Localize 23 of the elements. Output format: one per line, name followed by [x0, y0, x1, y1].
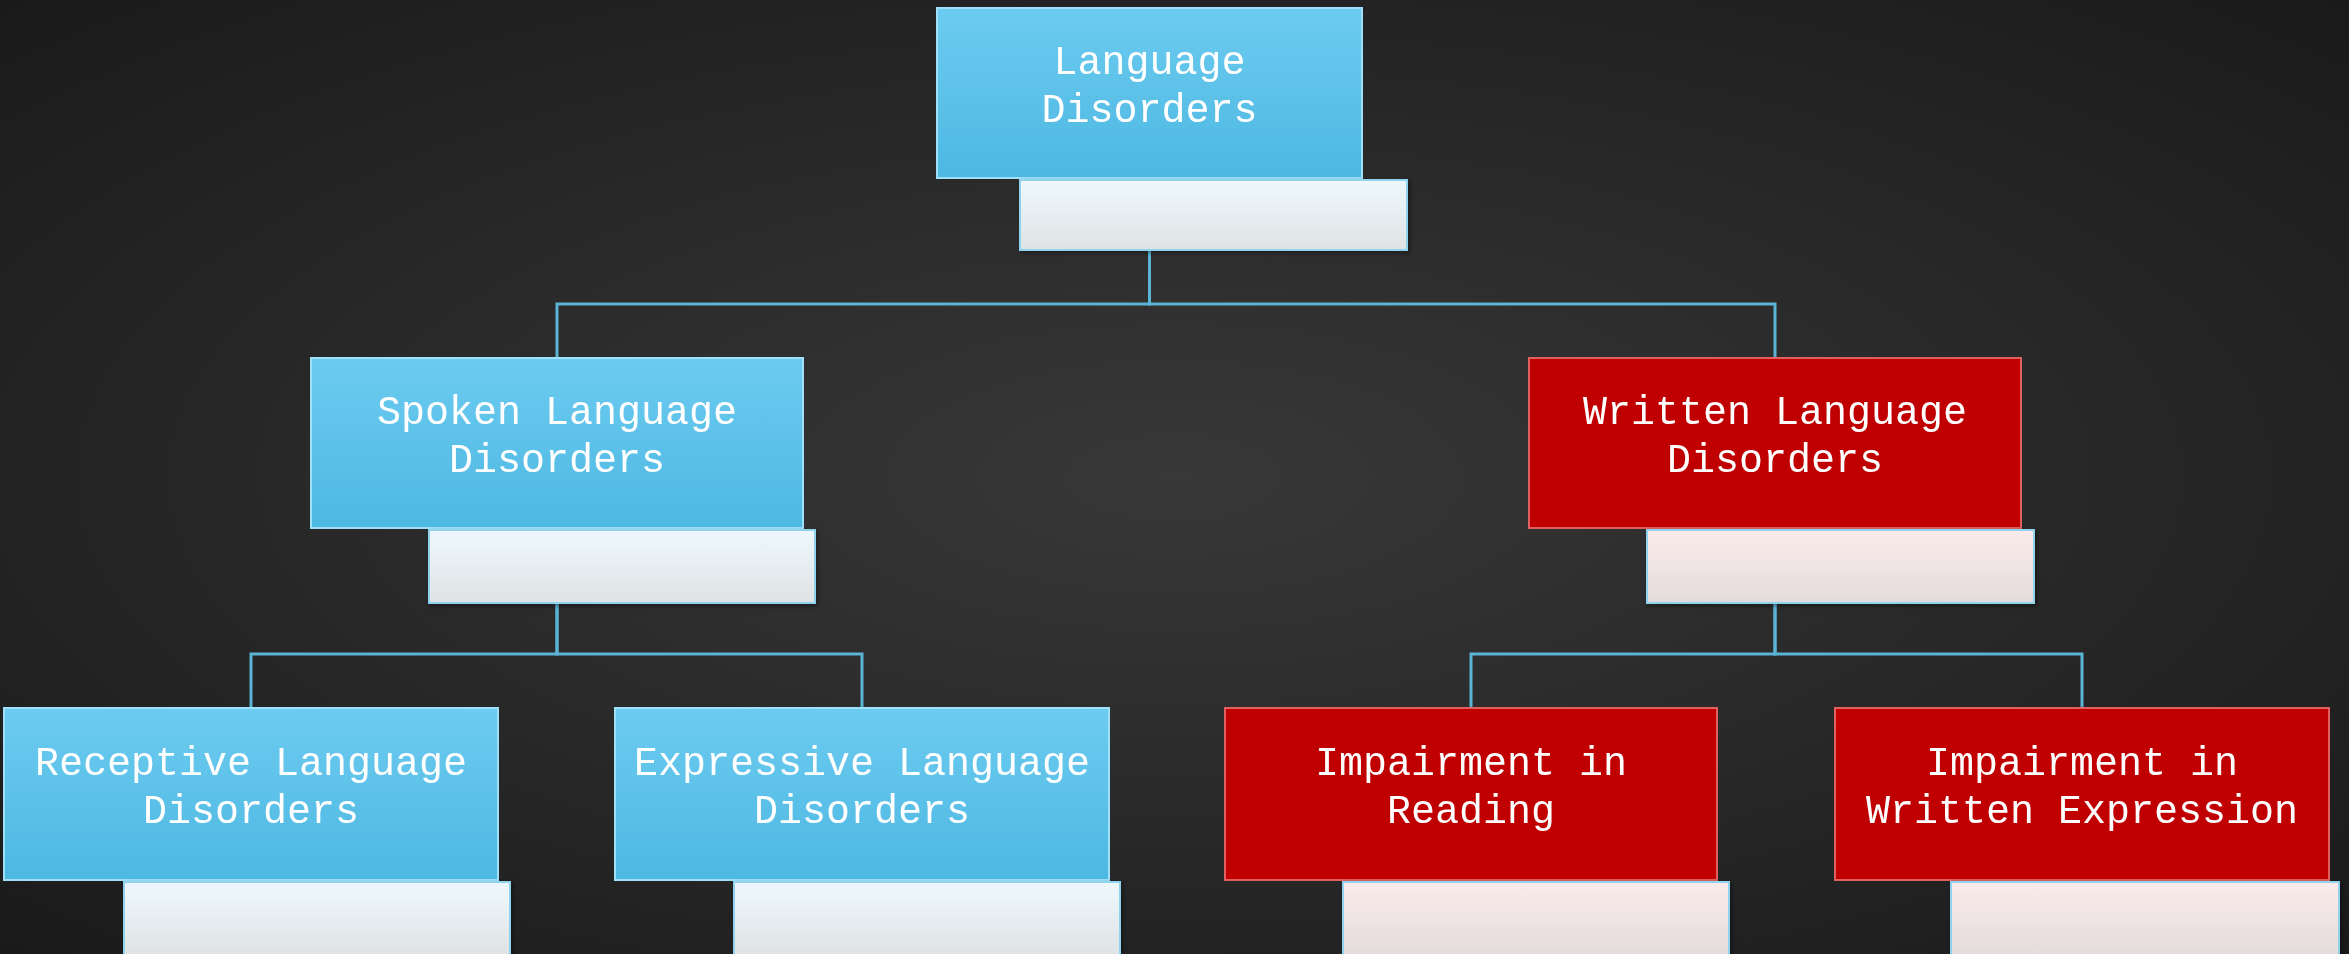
process-box: [310, 357, 804, 529]
connector-line: [1773, 604, 2084, 707]
process-box: [3, 707, 499, 881]
node-label: Receptive Language Disorders: [33, 741, 469, 837]
node-label: Impairment in Written Expression: [1864, 741, 2300, 837]
process-box: [1528, 357, 2022, 529]
node-label: Expressive Language Disorders: [632, 741, 1092, 837]
empty-text-bar: [1019, 179, 1408, 251]
node-label: Language Disorders: [1040, 40, 1259, 136]
empty-text-bar: [123, 881, 511, 954]
process-box: [936, 7, 1363, 179]
process-box: [1224, 707, 1718, 881]
node-label: Written Language Disorders: [1581, 390, 1969, 486]
node-label: Impairment in Reading: [1313, 741, 1629, 837]
empty-text-bar: [1646, 529, 2035, 604]
empty-text-bar: [428, 529, 816, 604]
node-label: Spoken Language Disorders: [375, 390, 739, 486]
process-box: [614, 707, 1110, 881]
empty-text-bar: [1342, 881, 1730, 954]
empty-text-bar: [733, 881, 1121, 954]
connector-line: [555, 604, 864, 707]
process-box: [1834, 707, 2330, 881]
empty-text-bar: [1950, 881, 2340, 954]
